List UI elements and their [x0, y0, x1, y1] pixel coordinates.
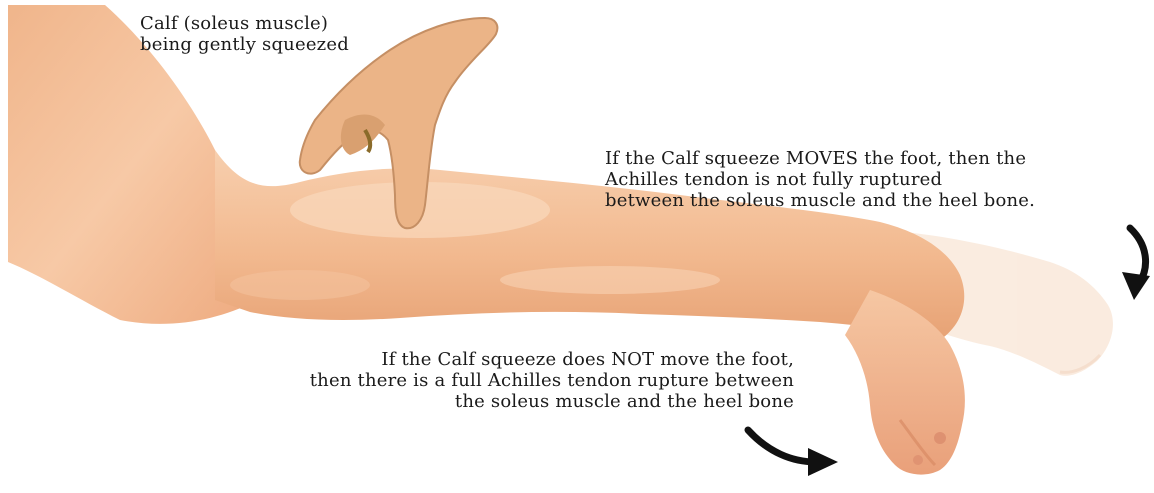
- calf-label-line: Calf (soleus muscle): [140, 13, 349, 34]
- not-move-label-line: If the Calf squeeze does NOT move the fo…: [310, 349, 794, 370]
- not-move-label-line: then there is a full Achilles tendon rup…: [310, 370, 794, 391]
- calf-label-line: being gently squeezed: [140, 34, 349, 55]
- curved-arrow-right-icon: [748, 430, 838, 476]
- foot-moves-label: If the Calf squeeze MOVES the foot, then…: [605, 148, 1035, 211]
- moves-label-line: between the soleus muscle and the heel b…: [605, 190, 1035, 211]
- moves-label-line: If the Calf squeeze MOVES the foot, then…: [605, 148, 1035, 169]
- foot-not-move-label: If the Calf squeeze does NOT move the fo…: [310, 349, 794, 412]
- moves-label-line: Achilles tendon is not fully ruptured: [605, 169, 1035, 190]
- not-move-label-line: the soleus muscle and the heel bone: [310, 391, 794, 412]
- curved-arrow-down-icon: [1122, 228, 1150, 300]
- calf-squeeze-label: Calf (soleus muscle) being gently squeez…: [140, 13, 349, 55]
